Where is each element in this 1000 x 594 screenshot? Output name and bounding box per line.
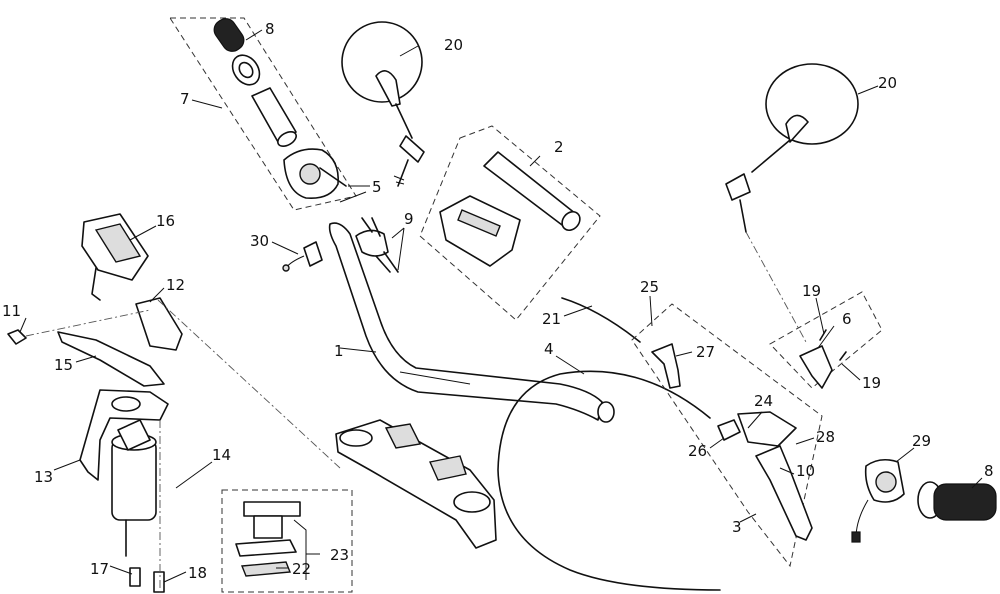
group-2-boundary [419,125,601,321]
bracket-12 [135,297,183,351]
callout-15: 15 [54,356,73,374]
bolt-17 [129,567,141,587]
callout-8-left: 8 [265,20,275,38]
group-6-boundary [769,291,883,389]
group-14-boundary [221,489,353,593]
lock-body [243,501,301,539]
callout-30: 30 [250,232,269,250]
callout-17: 17 [90,560,109,578]
callout-3: 3 [732,518,742,536]
callout-20-right: 20 [878,74,897,92]
callout-28: 28 [816,428,835,446]
reservoir-cap [439,195,521,267]
mirror-axis-line [745,231,807,343]
callout-6: 6 [842,310,852,328]
lock-base-23 [235,539,297,557]
callout-11: 11 [2,302,21,320]
callout-9: 9 [404,210,414,228]
bar-end-cover-2 [483,151,581,232]
callout-4: 4 [544,340,554,358]
screw-axis-line [25,309,151,337]
right-grip-8 [917,481,997,521]
callout-25: 25 [640,278,659,296]
callout-1: 1 [334,342,344,360]
switch-30 [282,241,323,272]
callout-26: 26 [688,442,707,460]
callout-29: 29 [912,432,931,450]
clutch-cable-4 [497,370,721,591]
callout-7: 7 [180,90,190,108]
bracket-15 [57,331,165,387]
handlebar-1 [328,222,615,423]
left-grip-8 [213,18,261,86]
right-switch-29 [851,458,905,543]
lock-plate-22 [241,561,291,577]
clamp-axis-line [157,299,341,469]
callout-27: 27 [696,343,715,361]
right-mirror-20 [725,63,859,233]
callout-21: 21 [542,310,561,328]
ignition-14 [111,419,157,557]
group-3-boundary [631,303,823,568]
cable-21 [561,297,641,343]
bracket-13 [79,389,169,481]
leader-lines [19,29,983,583]
callout-10: 10 [796,462,815,480]
callout-22: 22 [292,560,311,578]
callout-2: 2 [554,138,564,156]
mirror-clamp-6 [799,329,847,389]
bolt-18 [153,571,165,593]
callout-23: 23 [330,546,349,564]
switch-9 [355,217,399,273]
lever-bracket-27 [651,343,681,389]
cover-16 [81,213,149,301]
throttle-sleeve [251,87,297,148]
callout-13: 13 [34,468,53,486]
left-switch-housing [283,148,347,200]
clutch-lever-10 [737,411,813,541]
callout-24: 24 [754,392,773,410]
adjuster-26 [717,419,741,441]
triple-clamp [335,419,497,549]
callout-19-top: 19 [802,282,821,300]
callout-18: 18 [188,564,207,582]
callout-8-right: 8 [984,462,994,480]
callout-20-left: 20 [444,36,463,54]
callout-12: 12 [166,276,185,294]
callout-16: 16 [156,212,175,230]
callout-5: 5 [372,178,382,196]
screw-11 [7,329,27,345]
callout-14: 14 [212,446,231,464]
left-mirror-20 [341,21,425,187]
callout-19-bottom: 19 [862,374,881,392]
